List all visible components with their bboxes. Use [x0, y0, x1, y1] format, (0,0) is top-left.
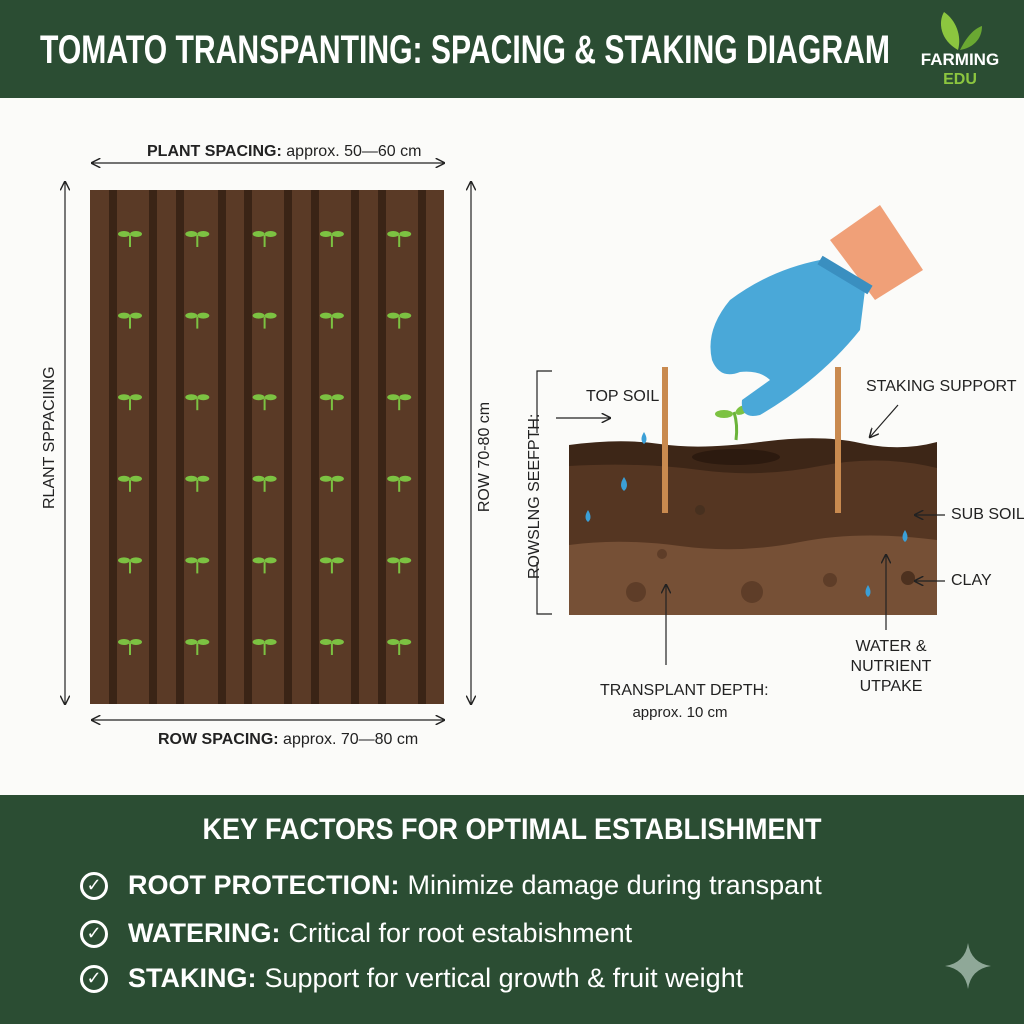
furrow: [311, 190, 319, 704]
right-vertical-label: ROW 70-80 cm: [476, 401, 493, 513]
seedling-icon: [252, 312, 277, 329]
water-drop-icon: [585, 432, 908, 597]
soil-cross-section: [569, 438, 937, 615]
logo: FARMING EDU: [910, 10, 1010, 90]
seedling-icon: [319, 231, 344, 247]
seedling-icon: [252, 231, 277, 247]
sub-soil-label: SUB SOIL: [951, 506, 1024, 523]
logo-text-1: FARMING: [920, 50, 1000, 69]
staking-arrow: [870, 404, 899, 437]
seedling-icon: [387, 639, 412, 655]
furrow: [244, 190, 252, 704]
furrow: [218, 190, 226, 704]
seedling-icon: [319, 394, 344, 411]
logo-text-2: EDU: [943, 71, 977, 88]
seedling-icon: [185, 231, 210, 247]
plant-spacing-label: PLANT SPACING: approx. 50—60 cm: [147, 143, 422, 160]
row-spacing-label: ROW SPACING: approx. 70—80 cm: [158, 731, 419, 748]
clay-label: CLAY: [951, 572, 992, 589]
furrow: [284, 190, 292, 704]
check-circle-icon: ✓: [80, 919, 108, 948]
furrow: [149, 190, 157, 704]
seedling-icon: [118, 394, 142, 411]
staking-support: [662, 367, 841, 513]
seedling-icon: [319, 639, 344, 655]
transplant-depth-label: TRANSPLANT DEPTH:approx. 10 cm: [600, 682, 769, 721]
key-factors-title: KEY FACTORS FOR OPTIMAL ESTABLISHMENT: [202, 813, 822, 846]
key-factor-item: ✓ROOT PROTECTION:Minimize damage during …: [80, 870, 822, 901]
soil-depth-label: ROWSLNG SEEFPTH:: [526, 413, 543, 579]
seedling-icon: [387, 557, 412, 574]
seedling-icon: [387, 231, 412, 247]
top-soil-label: TOP SOIL: [586, 388, 660, 405]
gloved-hand-icon: [710, 205, 923, 416]
seedling-icon: [319, 475, 344, 492]
key-factor-item: ✓STAKING:Support for vertical growth & f…: [80, 963, 743, 994]
furrows: [109, 190, 426, 704]
seedling-icon: [118, 475, 142, 492]
key-factors-panel: KEY FACTORS FOR OPTIMAL ESTABLISHMENT ✓R…: [0, 795, 1024, 1024]
page-title: TOMATO TRANSPANTING: SPACING & STAKING D…: [40, 28, 890, 72]
seedling-icon: [387, 475, 412, 492]
seedling-icon: [185, 557, 210, 574]
seedlings: [118, 231, 412, 655]
seedling-icon: [252, 639, 277, 655]
leaf-icon: [940, 12, 982, 50]
furrow: [176, 190, 184, 704]
seedling-icon: [319, 557, 344, 574]
header: TOMATO TRANSPANTING: SPACING & STAKING D…: [0, 0, 1024, 98]
furrow: [109, 190, 117, 704]
seedling-icon: [252, 475, 277, 492]
seedling-icon: [319, 312, 344, 329]
furrow: [418, 190, 426, 704]
planting-field: [90, 190, 444, 704]
seedling-icon: [118, 312, 142, 329]
furrow: [378, 190, 386, 704]
depth-bracket: [536, 370, 552, 615]
check-circle-icon: ✓: [80, 964, 108, 993]
seedling-icon: [118, 639, 142, 655]
seedling-icon: [252, 557, 277, 574]
check-circle-icon: ✓: [80, 871, 108, 900]
seedling-icon: [185, 639, 210, 655]
seedling-icon: [185, 475, 210, 492]
staking-support-label: STAKING SUPPORT: [866, 378, 1017, 395]
seedling-icon: [387, 312, 412, 329]
diagram-canvas: [0, 98, 945, 795]
seedling-icon: [185, 312, 210, 329]
seedling-icon: [252, 394, 277, 411]
seedling-icon: [118, 557, 142, 574]
seedling-icon: [118, 231, 142, 247]
seedling-icon: [387, 394, 412, 411]
seedling-icon: [185, 394, 210, 411]
furrow: [351, 190, 359, 704]
left-vertical-label: RLANT SPPACIING: [41, 366, 58, 509]
sparkle-icon: [945, 943, 991, 989]
key-factor-item: ✓WATERING:Critical for root estabishment: [80, 918, 632, 949]
